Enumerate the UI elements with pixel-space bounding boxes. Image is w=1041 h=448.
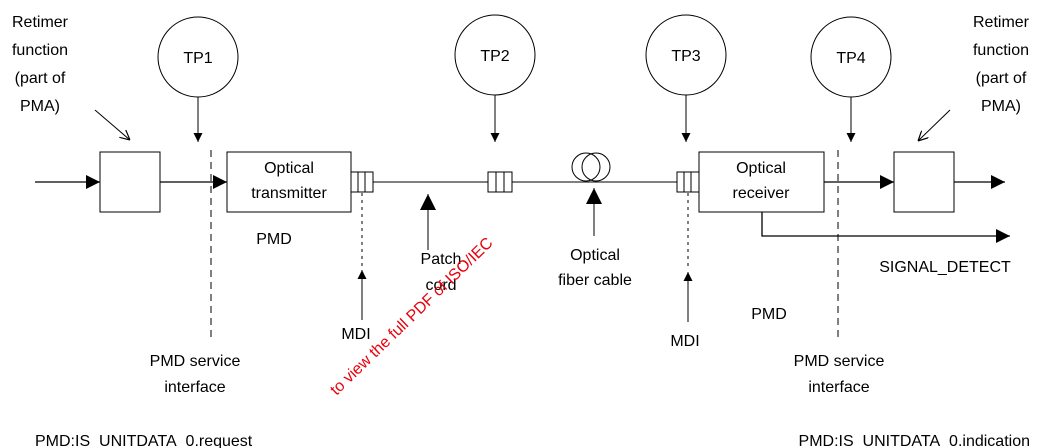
tp4-circle: TP4 bbox=[810, 16, 892, 98]
optical-receiver-line1: Optical bbox=[736, 160, 786, 177]
pmd-service-interface-right-label: PMD service interface bbox=[794, 353, 885, 396]
retimer-left-label: Retimer function (part of PMA) bbox=[12, 14, 69, 115]
retimer-right-line1: Retimer bbox=[973, 14, 1030, 31]
transmitter-connector bbox=[350, 171, 374, 193]
patch-cord-label: Patch cord bbox=[421, 251, 462, 294]
patch-cord-line2: cord bbox=[425, 277, 456, 294]
retimer-right-line2: function bbox=[973, 42, 1029, 59]
optical-fiber-cable-line2: fiber cable bbox=[558, 272, 632, 289]
retimer-right-line4: PMA) bbox=[981, 98, 1021, 115]
retimer-left-line2: function bbox=[12, 42, 68, 59]
pmd-service-interface-right-line1: PMD service bbox=[794, 353, 885, 370]
patch-cord-connector bbox=[487, 171, 513, 193]
retimer-right-line3: (part of bbox=[976, 70, 1027, 87]
tp2-circle: TP2 bbox=[454, 14, 536, 96]
pmd-right-label: PMD bbox=[751, 306, 787, 323]
tp3-label: TP3 bbox=[671, 48, 700, 65]
optical-receiver-box: Optical receiver bbox=[698, 151, 825, 213]
pmd-service-interface-left-line1: PMD service bbox=[150, 353, 241, 370]
retimer-right-box bbox=[893, 151, 955, 213]
pmd-left-label: PMD bbox=[256, 231, 292, 248]
mdi-right-label: MDI bbox=[670, 333, 699, 350]
retimer-left-line3: (part of bbox=[15, 70, 66, 87]
retimer-left-pointer bbox=[94, 109, 130, 140]
retimer-right-label: Retimer function (part of PMA) bbox=[973, 14, 1030, 115]
signal-detect-arrow bbox=[761, 212, 1010, 243]
tp2-label: TP2 bbox=[480, 48, 509, 65]
optical-fiber-cable-line1: Optical bbox=[570, 247, 620, 264]
tp3-circle: TP3 bbox=[645, 14, 727, 96]
retimer-left-box bbox=[99, 151, 161, 213]
fiber-coil-icon bbox=[571, 152, 611, 182]
pmd-service-interface-left-line2: interface bbox=[164, 379, 225, 396]
optical-transmitter-line1: Optical bbox=[264, 160, 314, 177]
patch-cord-line1: Patch bbox=[421, 251, 462, 268]
indication-primitive-label: PMD:IS_UNITDATA_0.indication bbox=[799, 433, 1030, 448]
retimer-left-line4: PMA) bbox=[20, 98, 60, 115]
mdi-left-label: MDI bbox=[341, 326, 370, 343]
request-primitive-label: PMD:IS_UNITDATA_0.request bbox=[35, 433, 253, 448]
retimer-right-pointer bbox=[918, 109, 951, 141]
pmd-service-interface-left-label: PMD service interface bbox=[150, 353, 241, 396]
tp1-label: TP1 bbox=[183, 50, 212, 67]
optical-transmitter-line2: transmitter bbox=[251, 185, 327, 202]
tp4-label: TP4 bbox=[836, 50, 865, 67]
watermark-text: to view the full PDF of ISO/IEC bbox=[327, 235, 496, 399]
pmd-service-interface-right-line2: interface bbox=[808, 379, 869, 396]
signal-detect-label: SIGNAL_DETECT bbox=[879, 259, 1011, 276]
tp1-circle: TP1 bbox=[157, 16, 239, 98]
retimer-left-line1: Retimer bbox=[12, 14, 69, 31]
receiver-connector bbox=[676, 171, 700, 193]
optical-transmitter-box: Optical transmitter bbox=[226, 151, 352, 213]
optical-fiber-cable-label: Optical fiber cable bbox=[558, 247, 632, 289]
optical-receiver-line2: receiver bbox=[733, 185, 791, 202]
